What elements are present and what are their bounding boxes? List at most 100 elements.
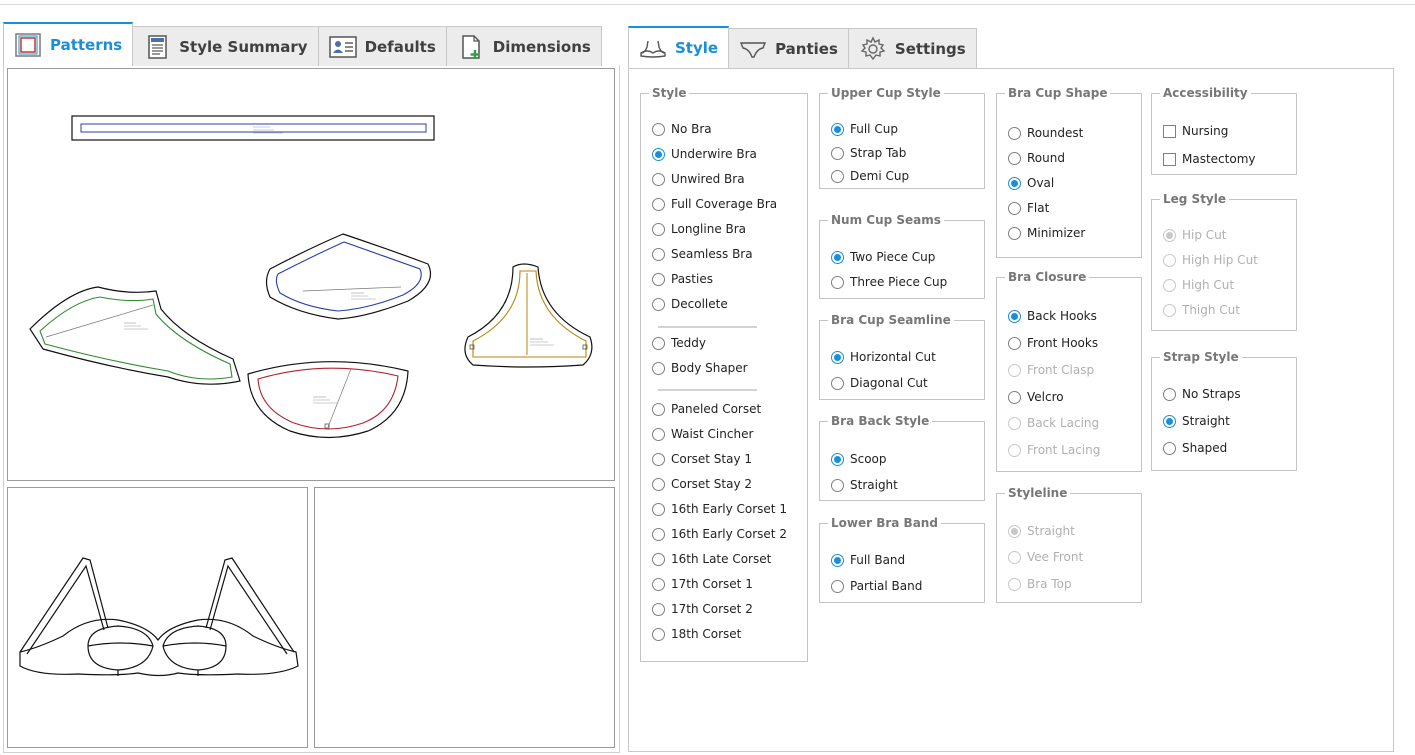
radio-button[interactable] xyxy=(831,553,844,567)
lower-cup-piece[interactable] xyxy=(247,361,409,439)
cup-shape-option-round[interactable]: Round xyxy=(1008,151,1065,165)
style-option-pasties[interactable]: Pasties xyxy=(652,272,713,286)
radio-button[interactable] xyxy=(1008,176,1021,190)
style-option-16th-early-corset-2[interactable]: 16th Early Corset 2 xyxy=(652,527,787,541)
upper-cup-option-strap-tab[interactable]: Strap Tab xyxy=(831,146,906,160)
style-option-corset-stay-1[interactable]: Corset Stay 1 xyxy=(652,452,752,466)
cup-seams-option-three-piece[interactable]: Three Piece Cup xyxy=(831,275,947,289)
style-option-17th-corset-1[interactable]: 17th Corset 1 xyxy=(652,577,753,591)
tab-style[interactable]: Style xyxy=(628,26,730,68)
closure-option-front-hooks[interactable]: Front Hooks xyxy=(1008,336,1098,350)
style-option-no-bra[interactable]: No Bra xyxy=(652,122,712,136)
bra-preview-pane[interactable] xyxy=(7,487,308,748)
tab-dimensions[interactable]: Dimensions xyxy=(445,26,602,66)
cup-shape-option-minimizer[interactable]: Minimizer xyxy=(1008,226,1085,240)
radio-button[interactable] xyxy=(831,350,844,364)
radio-button[interactable] xyxy=(652,452,665,466)
radio-button[interactable] xyxy=(831,169,844,183)
checkbox[interactable] xyxy=(1163,124,1176,138)
radio-button[interactable] xyxy=(652,361,665,375)
radio-button[interactable] xyxy=(652,602,665,616)
radio-button[interactable] xyxy=(652,477,665,491)
band-piece[interactable] xyxy=(71,115,435,141)
radio-button[interactable] xyxy=(652,577,665,591)
style-option-paneled-corset[interactable]: Paneled Corset xyxy=(652,402,761,416)
back-style-option-scoop[interactable]: Scoop xyxy=(831,452,887,466)
center-gore-piece[interactable] xyxy=(464,263,593,368)
radio-button[interactable] xyxy=(831,579,844,593)
radio-button[interactable] xyxy=(1008,226,1021,240)
lower-band-option-full-band[interactable]: Full Band xyxy=(831,553,905,567)
style-option-corset-stay-2[interactable]: Corset Stay 2 xyxy=(652,477,752,491)
cup-shape-option-oval[interactable]: Oval xyxy=(1008,176,1054,190)
accessibility-option-mastectomy[interactable]: Mastectomy xyxy=(1163,152,1255,166)
radio-button[interactable] xyxy=(652,552,665,566)
radio-button[interactable] xyxy=(652,402,665,416)
tab-defaults[interactable]: Defaults xyxy=(317,26,447,66)
radio-button[interactable] xyxy=(831,275,844,289)
style-option-teddy[interactable]: Teddy xyxy=(652,336,706,350)
radio-button[interactable] xyxy=(652,247,665,261)
style-option-17th-corset-2[interactable]: 17th Corset 2 xyxy=(652,602,753,616)
radio-button[interactable] xyxy=(1008,309,1021,323)
style-option-18th-corset[interactable]: 18th Corset xyxy=(652,627,741,641)
style-option-seamless-bra[interactable]: Seamless Bra xyxy=(652,247,753,261)
upper-cup-option-full-cup[interactable]: Full Cup xyxy=(831,122,898,136)
cup-seams-option-two-piece[interactable]: Two Piece Cup xyxy=(831,250,935,264)
radio-button[interactable] xyxy=(652,502,665,516)
style-option-longline-bra[interactable]: Longline Bra xyxy=(652,222,746,236)
radio-button[interactable] xyxy=(652,627,665,641)
lower-band-option-partial-band[interactable]: Partial Band xyxy=(831,579,922,593)
closure-option-velcro[interactable]: Velcro xyxy=(1008,390,1064,404)
radio-button[interactable] xyxy=(1008,126,1021,140)
seamline-option-diagonal-cut[interactable]: Diagonal Cut xyxy=(831,376,928,390)
radio-button[interactable] xyxy=(652,222,665,236)
radio-button[interactable] xyxy=(652,122,665,136)
checkbox[interactable] xyxy=(1163,152,1176,166)
radio-button[interactable] xyxy=(831,452,844,466)
radio-button[interactable] xyxy=(1008,336,1021,350)
secondary-preview-pane[interactable] xyxy=(314,487,615,748)
radio-button[interactable] xyxy=(1163,441,1176,455)
radio-button[interactable] xyxy=(652,527,665,541)
upper-cup-piece[interactable] xyxy=(265,233,432,320)
style-option-underwire-bra[interactable]: Underwire Bra xyxy=(652,147,757,161)
style-option-decollete[interactable]: Decollete xyxy=(652,297,728,311)
radio-button[interactable] xyxy=(1008,390,1021,404)
style-option-16th-late-corset[interactable]: 16th Late Corset xyxy=(652,552,771,566)
radio-button[interactable] xyxy=(1163,414,1176,428)
strap-style-option-straight[interactable]: Straight xyxy=(1163,414,1230,428)
radio-button[interactable] xyxy=(1008,151,1021,165)
radio-button[interactable] xyxy=(652,272,665,286)
cup-shape-option-roundest[interactable]: Roundest xyxy=(1008,126,1083,140)
radio-button[interactable] xyxy=(652,147,665,161)
radio-button[interactable] xyxy=(652,197,665,211)
cup-shape-option-flat[interactable]: Flat xyxy=(1008,201,1049,215)
tab-patterns[interactable]: Patterns xyxy=(3,22,134,66)
back-style-option-straight[interactable]: Straight xyxy=(831,478,898,492)
radio-button[interactable] xyxy=(831,478,844,492)
radio-button[interactable] xyxy=(652,427,665,441)
style-option-unwired-bra[interactable]: Unwired Bra xyxy=(652,172,745,186)
strap-style-option-no-straps[interactable]: No Straps xyxy=(1163,387,1241,401)
radio-button[interactable] xyxy=(831,376,844,390)
upper-cup-option-demi-cup[interactable]: Demi Cup xyxy=(831,169,909,183)
closure-option-back-hooks[interactable]: Back Hooks xyxy=(1008,309,1097,323)
style-option-16th-early-corset-1[interactable]: 16th Early Corset 1 xyxy=(652,502,787,516)
seamline-option-horizontal-cut[interactable]: Horizontal Cut xyxy=(831,350,936,364)
wing-piece[interactable] xyxy=(29,286,241,385)
radio-button[interactable] xyxy=(1163,387,1176,401)
radio-button[interactable] xyxy=(652,336,665,350)
accessibility-option-nursing[interactable]: Nursing xyxy=(1163,124,1228,138)
pattern-canvas[interactable] xyxy=(7,68,615,481)
strap-style-option-shaped[interactable]: Shaped xyxy=(1163,441,1227,455)
radio-button[interactable] xyxy=(652,297,665,311)
style-option-body-shaper[interactable]: Body Shaper xyxy=(652,361,748,375)
radio-button[interactable] xyxy=(1008,201,1021,215)
radio-button[interactable] xyxy=(831,250,844,264)
radio-button[interactable] xyxy=(652,172,665,186)
style-option-waist-cincher[interactable]: Waist Cincher xyxy=(652,427,753,441)
style-option-full-coverage-bra[interactable]: Full Coverage Bra xyxy=(652,197,777,211)
radio-button[interactable] xyxy=(831,146,844,160)
tab-settings[interactable]: Settings xyxy=(847,28,977,68)
